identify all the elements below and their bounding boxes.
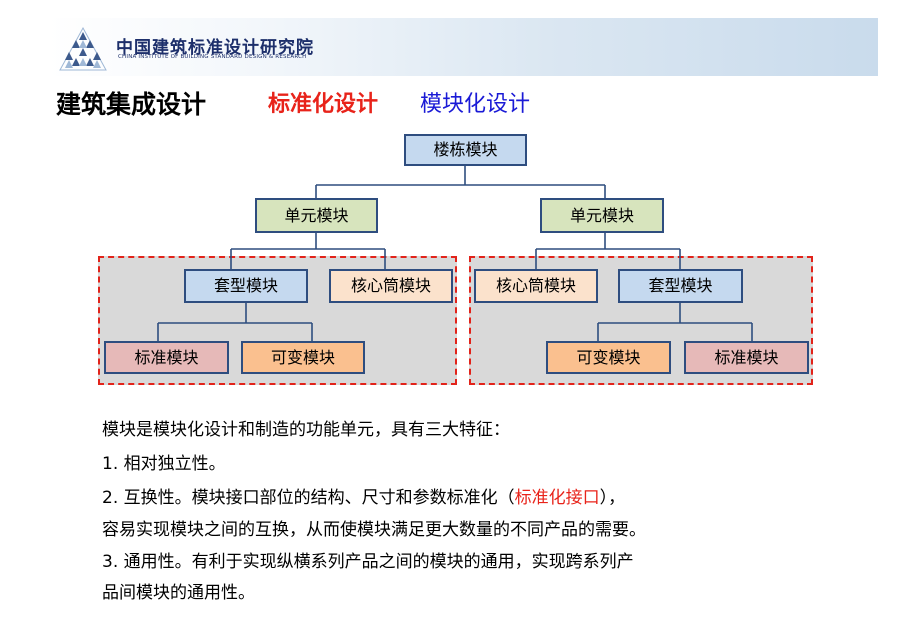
institute-logo-icon [59, 26, 107, 71]
body-line-3-start: 2. 互换性。模块接口部位的结构、尺寸和参数标准化（ [102, 488, 515, 508]
right-standard-module-box: 标准模块 [684, 341, 809, 374]
body-line-5: 3. 通用性。有利于实现纵横系列产品之间的模块的通用，实现跨系列产 [102, 552, 634, 572]
left-suite-module-box: 套型模块 [184, 269, 308, 303]
right-suite-module-box: 套型模块 [618, 269, 743, 303]
page-title-blue: 模块化设计 [420, 92, 531, 117]
institute-name-en: CHINA INSTITUTE OF BUILDING STANDARD DES… [118, 54, 307, 60]
right-unit-module-box: 单元模块 [540, 198, 664, 233]
standard-interface-highlight: 标准化接口 [514, 488, 600, 508]
body-line-1: 模块是模块化设计和制造的功能单元，具有三大特征： [102, 420, 510, 440]
body-line-4: 容易实现模块之间的互换，从而使模块满足更大数量的不同产品的需要。 [102, 520, 646, 540]
right-variable-module-box: 可变模块 [546, 341, 671, 374]
page-title: 建筑集成设计 [56, 90, 207, 119]
page-title-red: 标准化设计 [268, 92, 379, 117]
left-variable-module-box: 可变模块 [241, 341, 365, 374]
institute-name-cn: 中国建筑标准设计研究院 [116, 38, 314, 58]
body-line-3-end: ）， [599, 488, 626, 508]
body-line-6: 品间模块的通用性。 [102, 583, 255, 603]
left-unit-module-box: 单元模块 [255, 198, 378, 233]
header-banner [48, 18, 878, 76]
left-standard-module-box: 标准模块 [104, 341, 229, 374]
right-core-tube-module-box: 核心筒模块 [474, 269, 598, 303]
left-core-tube-module-box: 核心筒模块 [329, 269, 453, 303]
body-line-3: 2. 互换性。模块接口部位的结构、尺寸和参数标准化（标准化接口）， [102, 483, 625, 508]
root-module-box: 楼栋模块 [404, 134, 527, 166]
body-line-2: 1. 相对独立性。 [102, 454, 226, 474]
